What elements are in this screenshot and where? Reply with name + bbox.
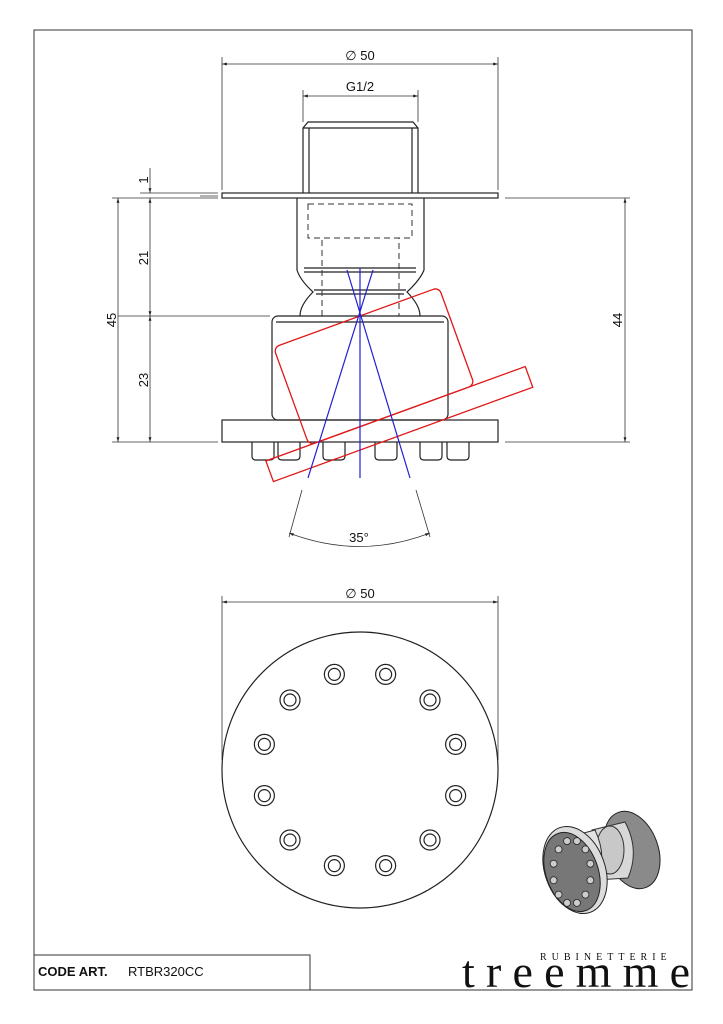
thumb-nozzle	[573, 899, 581, 907]
dim-thread: G1/2	[346, 79, 374, 94]
dim-angle: 35°	[349, 530, 369, 545]
brand-logo: treemme	[462, 946, 690, 997]
nozzle	[375, 663, 397, 685]
thumb-nozzle	[563, 899, 571, 907]
dim-flange: 1	[136, 176, 151, 183]
title-block	[33, 954, 311, 991]
nozzle	[375, 855, 397, 877]
thumb-nozzle	[586, 859, 595, 868]
nozzle	[445, 733, 467, 755]
thumb-nozzle	[549, 876, 558, 885]
dim-neck-height: 21	[136, 251, 151, 265]
nozzle	[419, 689, 441, 711]
drawing-frame	[33, 29, 693, 991]
dim-body-height: 23	[136, 373, 151, 387]
product-3d-render	[542, 810, 661, 915]
side-view: ∅ 50 G1/2	[104, 48, 630, 547]
dim-total-height: 45	[104, 313, 119, 327]
thumb-nozzle	[573, 837, 581, 845]
front-view: ∅ 50	[221, 586, 499, 909]
nozzle	[279, 689, 301, 711]
thumb-nozzle	[554, 890, 563, 899]
thumb-nozzle	[581, 845, 590, 854]
brand-subtitle: RUBINETTERIE	[540, 952, 672, 963]
dim-diameter-top: ∅ 50	[345, 48, 374, 63]
nozzle	[419, 829, 441, 851]
nozzle	[323, 663, 345, 685]
code-art-value: RTBR320CC	[128, 964, 204, 979]
nozzle	[253, 733, 275, 755]
dim-diameter-bottom: ∅ 50	[345, 586, 374, 601]
side-nozzles	[251, 442, 470, 461]
nozzle	[253, 785, 275, 807]
thumb-nozzle	[563, 837, 571, 845]
thumb-nozzle	[581, 890, 590, 899]
dim-right-height: 44	[610, 313, 625, 327]
nozzle	[279, 829, 301, 851]
code-art-label: CODE ART.	[38, 964, 108, 979]
thumb-nozzle	[549, 859, 558, 868]
swivel-outline	[265, 288, 534, 483]
thumb-nozzle	[586, 876, 595, 885]
thumb-nozzle	[554, 845, 563, 854]
nozzle	[323, 855, 345, 877]
nozzle	[445, 785, 467, 807]
